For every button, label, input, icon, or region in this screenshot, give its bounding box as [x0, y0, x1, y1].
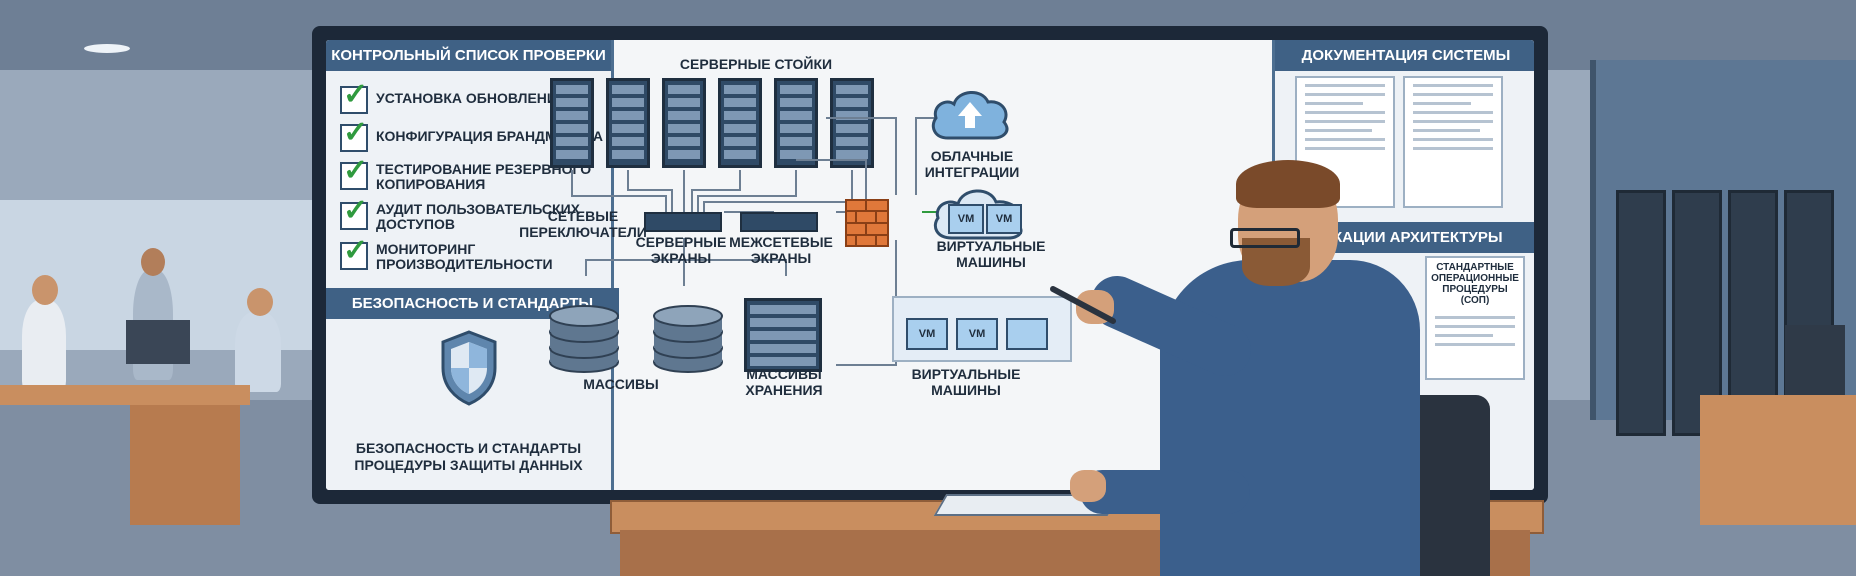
network-switch-icon — [644, 212, 722, 232]
checklist-item: ✓ КОНФИГУРАЦИЯ БРАНДМАУЭРА — [340, 118, 605, 152]
documentation-title: ДОКУМЕНТАЦИЯ СИСТЕМЫ — [1275, 40, 1534, 71]
checkmark-icon: ✓ — [343, 154, 369, 187]
shield-icon — [441, 330, 497, 406]
checklist-item-label: МОНИТОРИНГ ПРОИЗВОДИТЕЛЬНОСТИ — [376, 241, 553, 272]
background-desk — [1700, 395, 1856, 525]
checklist-item: ✓ МОНИТОРИНГ ПРОИЗВОДИТЕЛЬНОСТИ — [340, 236, 605, 272]
checklist-item-label: КОНФИГУРАЦИЯ БРАНДМАУЭРА — [376, 128, 603, 144]
checkmark-icon: ✓ — [343, 116, 369, 149]
checkbox-icon: ✓ — [340, 236, 368, 270]
virtual-machines-bottom-label: ВИРТУАЛЬНЫЕ МАШИНЫ — [911, 366, 1021, 398]
server-rack-icon — [606, 78, 650, 168]
checklist-item-label: ТЕСТИРОВАНИЕ РЕЗЕРВНОГО КОПИРОВАНИЯ — [376, 161, 592, 192]
vm-icon: VM — [986, 204, 1022, 234]
checkmark-icon: ✓ — [343, 78, 369, 111]
virtual-machines-label: ВИРТУАЛЬНЫЕ МАШИНЫ — [936, 238, 1046, 270]
checklist-item: ✓ ТЕСТИРОВАНИЕ РЕЗЕРВНОГО КОПИРОВАНИЯ — [340, 156, 605, 192]
storage-array-icon — [744, 298, 822, 372]
background-rack — [1616, 190, 1666, 436]
security-caption: БЕЗОПАСНОСТЬ И СТАНДАРТЫ ПРОЦЕДУРЫ ЗАЩИТ… — [354, 440, 583, 473]
eyeglasses-icon — [1230, 228, 1300, 248]
vm-icon: VM — [906, 318, 948, 350]
server-rack-icon — [550, 78, 594, 168]
checklist-item: ✓ УСТАНОВКА ОБНОВЛЕНИЙ ПО — [340, 80, 605, 114]
checkbox-icon: ✓ — [340, 118, 368, 152]
storage-disk-icon — [549, 305, 619, 373]
checklist-item-label: АУДИТ ПОЛЬЗОВАТЕЛЬСКИХ ДОСТУПОВ — [376, 201, 580, 232]
ceiling-lamp — [84, 44, 130, 53]
vm-icon: VM — [948, 204, 984, 234]
storage-arrays-label: МАССИВЫ ХРАНЕНИЯ — [745, 366, 823, 398]
firewalls-label: МЕЖСЕТЕВЫЕ ЭКРАНЫ — [729, 234, 833, 266]
background-monitor — [1785, 325, 1845, 395]
engineer-arm-lower — [1080, 470, 1250, 514]
checkbox-icon: ✓ — [340, 196, 368, 230]
arrays-label: МАССИВЫ — [583, 376, 659, 392]
checklist-title: КОНТРОЛЬНЫЙ СПИСОК ПРОВЕРКИ — [326, 40, 611, 71]
sop-document: СТАНДАРТНЫЕ ОПЕРАЦИОННЫЕ ПРОЦЕДУРЫ (СОП) — [1425, 256, 1525, 380]
background-person-head — [247, 288, 273, 316]
background-desk-cabinet — [130, 405, 240, 525]
firewall-icon — [845, 199, 889, 247]
engineer-hair — [1236, 160, 1340, 208]
network-switch-icon — [740, 212, 818, 232]
checklist-item: ✓ АУДИТ ПОЛЬЗОВАТЕЛЬСКИХ ДОСТУПОВ — [340, 196, 605, 232]
network-switches-label: СЕТЕВЫЕ ПЕРЕКЛЮЧАТЕЛИ — [519, 208, 647, 240]
vm-icon: VM — [956, 318, 998, 350]
background-desk — [0, 385, 250, 405]
checkbox-icon: ✓ — [340, 80, 368, 114]
cloud-integrations-label: ОБЛАЧНЫЕ ИНТЕГРАЦИИ — [924, 148, 1020, 180]
server-rack-icon — [774, 78, 818, 168]
document-sheet — [1403, 76, 1503, 208]
checkmark-icon: ✓ — [343, 194, 369, 227]
server-racks-label: СЕРВЕРНЫЕ СТОЙКИ — [679, 56, 833, 72]
server-screens-label: СЕРВЕРНЫЕ ЭКРАНЫ — [635, 234, 727, 266]
checkbox-icon: ✓ — [340, 156, 368, 190]
background-person-sitting — [22, 300, 66, 390]
server-rack-icon — [662, 78, 706, 168]
engineer-body — [1160, 260, 1420, 576]
server-rack-icon — [718, 78, 762, 168]
background-person-head — [141, 248, 165, 276]
background-person-head — [32, 275, 58, 305]
background-monitor — [126, 320, 190, 364]
checkmark-icon: ✓ — [343, 234, 369, 267]
sop-title: СТАНДАРТНЫЕ ОПЕРАЦИОННЫЕ ПРОЦЕДУРЫ (СОП) — [1431, 262, 1519, 306]
checklist-item-label: УСТАНОВКА ОБНОВЛЕНИЙ ПО — [376, 90, 592, 106]
background-person-sitting — [235, 312, 281, 392]
server-rack-icon — [830, 78, 874, 168]
engineer-hand — [1070, 470, 1106, 502]
storage-disk-icon — [653, 305, 723, 373]
cloud-icon — [931, 91, 1009, 140]
vm-icon — [1006, 318, 1048, 350]
